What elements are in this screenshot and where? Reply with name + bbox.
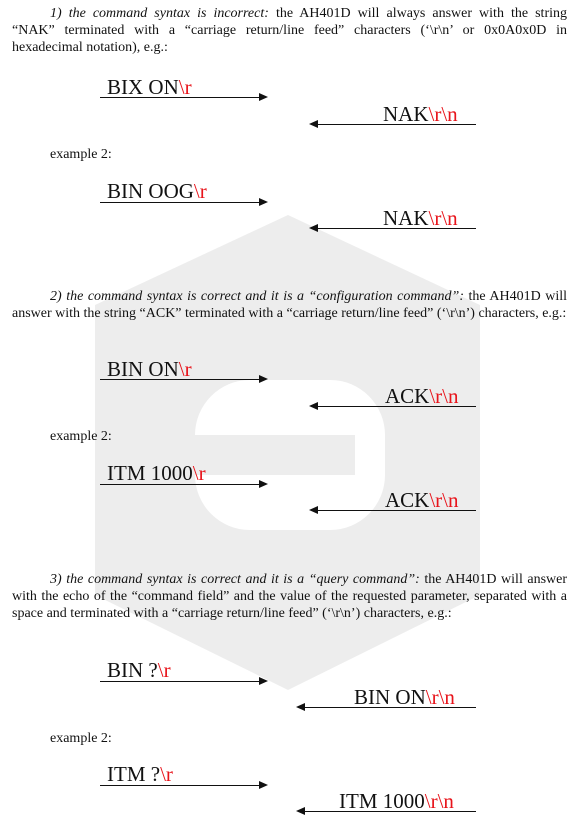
section-1-body: the AH401D will always answer with the s… <box>12 6 567 55</box>
terminator: \r <box>192 461 206 485</box>
left-arrow-icon <box>309 224 318 232</box>
send-arrow-line <box>100 484 259 485</box>
section-2-number: 2) <box>50 289 62 304</box>
terminator: \r <box>160 762 173 786</box>
command-send: BIN OOG\r <box>107 179 207 203</box>
terminator: \r <box>178 357 192 381</box>
command-send: ITM ?\r <box>107 762 173 786</box>
left-arrow-icon <box>309 506 318 514</box>
left-arrow-icon <box>296 703 305 711</box>
command-send: BIN ?\r <box>107 658 171 682</box>
command-send: BIN ON\r <box>107 357 192 381</box>
left-arrow-icon <box>309 120 318 128</box>
section-1-paragraph: 1) the command syntax is incorrect: the … <box>12 5 567 56</box>
terminator: \r\n <box>425 685 455 709</box>
terminator: \r\n <box>429 488 459 512</box>
left-arrow-icon <box>309 402 318 410</box>
terminator: \r <box>178 75 192 99</box>
reply-arrow-line <box>318 406 476 407</box>
terminator: \r <box>157 658 171 682</box>
command-send: ITM 1000\r <box>107 461 206 485</box>
command-reply: ACK\r\n <box>385 488 459 512</box>
terminator: \r\n <box>429 384 459 408</box>
section-1-number: 1) <box>50 6 62 21</box>
reply-arrow-line <box>318 228 476 229</box>
command-send: BIX ON\r <box>107 75 192 99</box>
section-3-paragraph: 3) the command syntax is correct and it … <box>12 571 567 622</box>
command-reply: NAK\r\n <box>383 102 458 126</box>
command-reply: ITM 1000\r\n <box>339 789 454 813</box>
send-arrow-line <box>100 97 259 98</box>
terminator: \r <box>193 179 207 203</box>
section-1-title: the command syntax is incorrect: <box>68 6 269 21</box>
example-label: example 2: <box>50 429 112 444</box>
section-2-paragraph: 2) the command syntax is correct and it … <box>12 288 567 322</box>
command-reply: BIN ON\r\n <box>354 685 455 709</box>
right-arrow-icon <box>259 93 268 101</box>
section-3-number: 3) <box>50 572 62 587</box>
terminator: \r\n <box>428 206 458 230</box>
reply-arrow-line <box>318 510 476 511</box>
command-reply: NAK\r\n <box>383 206 458 230</box>
send-arrow-line <box>100 785 259 786</box>
right-arrow-icon <box>259 480 268 488</box>
section-2-title: the command syntax is correct and it is … <box>66 289 464 304</box>
reply-arrow-line <box>305 811 476 812</box>
terminator: \r\n <box>428 102 458 126</box>
left-arrow-icon <box>296 807 305 815</box>
command-reply: ACK\r\n <box>385 384 459 408</box>
section-3-title: the command syntax is correct and it is … <box>66 572 420 587</box>
send-arrow-line <box>100 202 259 203</box>
reply-arrow-line <box>305 707 476 708</box>
right-arrow-icon <box>259 375 268 383</box>
example-label: example 2: <box>50 147 112 162</box>
right-arrow-icon <box>259 198 268 206</box>
terminator: \r\n <box>424 789 454 813</box>
right-arrow-icon <box>259 677 268 685</box>
section-2-body: the AH401D will answer with the string “… <box>12 289 568 321</box>
section-3-body: the AH401D will answer with the echo of … <box>12 572 568 621</box>
send-arrow-line <box>100 681 259 682</box>
right-arrow-icon <box>259 781 268 789</box>
example-label: example 2: <box>50 731 112 746</box>
reply-arrow-line <box>318 124 476 125</box>
send-arrow-line <box>100 379 259 380</box>
